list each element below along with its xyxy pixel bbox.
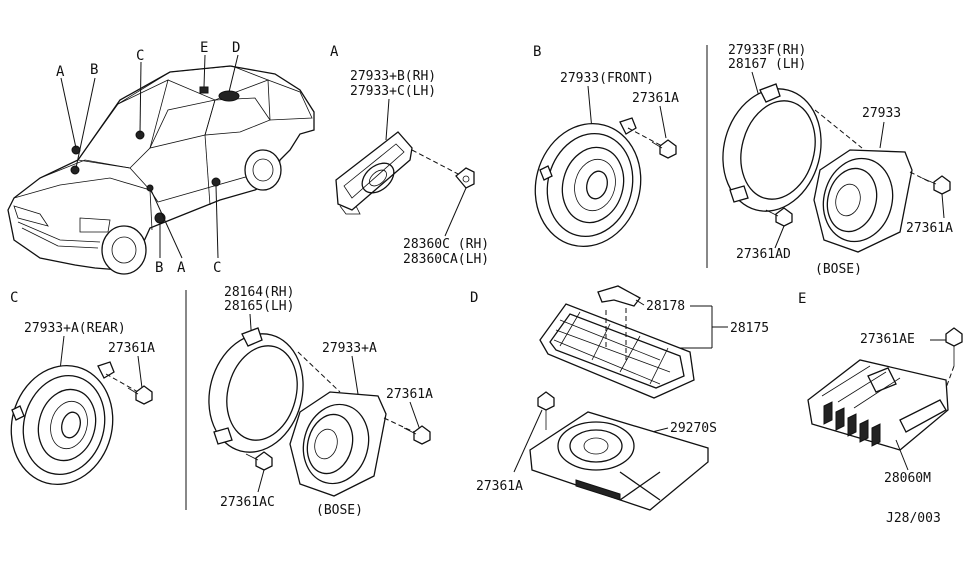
bose-rear-adapter-lh: 28165(LH) <box>224 299 294 314</box>
section-b-letter: B <box>533 44 541 60</box>
bose-rear-adapter <box>208 327 304 453</box>
screw-bose-front-ad <box>765 207 793 227</box>
bose-rear-speaker <box>289 391 387 497</box>
car-callout-a-lower: A <box>177 260 186 276</box>
car-callout-c-upper: C <box>136 48 144 64</box>
bose-rear-screw-ac: 27361AC <box>220 495 275 510</box>
rear-speaker <box>10 361 115 486</box>
car-callout-e: E <box>200 40 208 56</box>
front-speaker <box>534 117 642 248</box>
amplifier-unit <box>807 359 949 451</box>
screw-b <box>651 139 677 159</box>
car-callout-c-lower: C <box>213 260 221 276</box>
section-a-label-lh: 27933+C(LH) <box>350 84 436 99</box>
section-d-screw-label: 27361A <box>476 479 523 494</box>
bose-front-screw-ad: 27361AD <box>736 247 791 262</box>
car-callout-b-lower: B <box>155 260 163 276</box>
bose-front-adapter-rh: 27933F(RH) <box>728 43 806 58</box>
section-b-screw-label: 27361A <box>632 91 679 106</box>
bose-rear-tag: (BOSE) <box>316 503 363 518</box>
bose-rear-speaker-label: 27933+A <box>322 341 377 356</box>
section-d-speaker-label: 29270S <box>670 421 717 436</box>
section-c-screw-label: 27361A <box>108 341 155 356</box>
section-a-label-rh: 27933+B(RH) <box>350 69 436 84</box>
bose-front-speaker <box>813 149 913 253</box>
section-d-clip-label: 28178 <box>646 299 685 314</box>
bose-front-tag: (BOSE) <box>815 262 862 277</box>
bose-front-adapter-lh: 28167 (LH) <box>728 57 806 72</box>
car-callout-a-upper: A <box>56 64 65 80</box>
section-c-letter: C <box>10 290 18 306</box>
screw-d <box>537 391 555 430</box>
section-e-amp-label: 28060M <box>884 471 931 486</box>
bose-front-adapter <box>722 83 822 212</box>
bose-front-speaker-label: 27933 <box>862 106 901 121</box>
screw-bose-rear <box>403 425 431 445</box>
diagram-code: J28/003 <box>886 511 941 526</box>
grille-clip <box>597 285 641 307</box>
speaker-grille <box>539 303 695 399</box>
screw-bose-front <box>921 175 951 195</box>
tweeter-clip <box>455 167 475 189</box>
bose-front-screw: 27361A <box>906 221 953 236</box>
upper-speaker <box>529 411 709 511</box>
tweeter-bracket-assembly <box>335 131 413 215</box>
car-callout-d: D <box>232 40 240 56</box>
screw-bose-rear-ac <box>245 451 273 471</box>
screw-e <box>945 327 963 366</box>
section-e-screw-label: 27361AE <box>860 332 915 347</box>
section-a-clip-rh: 28360C (RH) <box>403 237 489 252</box>
screw-c <box>127 385 153 405</box>
section-b-front-speaker: 27933(FRONT) <box>560 71 654 86</box>
section-a-clip-lh: 28360CA(LH) <box>403 252 489 267</box>
bose-rear-screw-label: 27361A <box>386 387 433 402</box>
bose-rear-adapter-rh: 28164(RH) <box>224 285 294 300</box>
car-illustration <box>7 54 315 275</box>
section-c-rear-speaker: 27933+A(REAR) <box>24 321 126 336</box>
car-callout-b-upper: B <box>90 62 98 78</box>
section-d-letter: D <box>470 290 478 306</box>
section-e-letter: E <box>798 291 806 307</box>
section-a-letter: A <box>330 44 339 60</box>
section-d-grille-label: 28175 <box>730 321 769 336</box>
